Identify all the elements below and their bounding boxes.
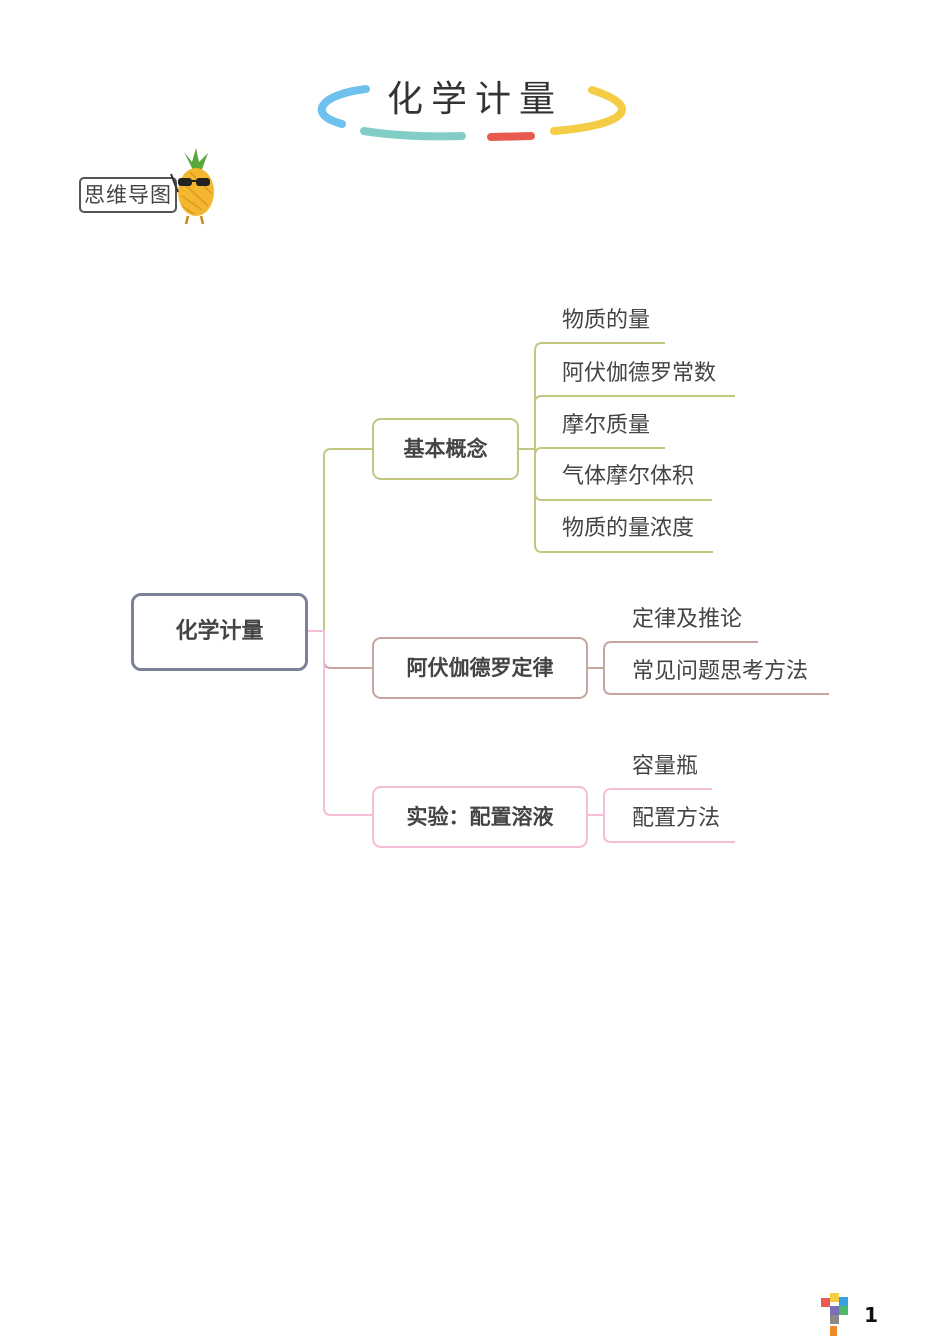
title-arc-yellow [550, 86, 626, 135]
leaf-node: 物质的量浓度 [562, 516, 695, 541]
leaf-node: 配置方法 [632, 806, 721, 831]
connector-root-branch3 [308, 630, 372, 816]
title-decoration [317, 85, 626, 141]
title-arc-teal [360, 127, 466, 141]
pineapple-mascot-icon [170, 148, 214, 225]
title-arc-red [487, 132, 535, 141]
connector-branch3-leaves [588, 788, 735, 843]
branch-node-experiment: 实验：配置溶液 [372, 786, 588, 848]
branch-node-avogadro-law: 阿伏伽德罗定律 [372, 637, 588, 699]
leaf-node: 阿伏伽德罗常数 [562, 361, 717, 386]
page-title: 化学计量 [386, 79, 563, 120]
mindmap-tag: 思维导图 [79, 177, 177, 213]
leaf-node: 摩尔质量 [562, 413, 651, 438]
leaf-node: 气体摩尔体积 [562, 464, 695, 489]
leaf-node: 常见问题思考方法 [632, 659, 809, 684]
leaf-node: 定律及推论 [632, 607, 743, 632]
connector-branch1-leaves [519, 342, 735, 553]
brand-logo-icon [821, 1293, 848, 1336]
title-arc-blue [317, 85, 370, 128]
connector-root-branch2 [308, 630, 372, 669]
branch-node-basic-concepts: 基本概念 [372, 418, 519, 480]
connector-branch2-leaves [588, 641, 829, 695]
leaf-node: 容量瓶 [632, 754, 699, 779]
leaf-node: 物质的量 [562, 308, 651, 333]
page-number: 1 [864, 1303, 878, 1327]
connector-root-branch1 [308, 448, 372, 632]
mindmap-root-node: 化学计量 [131, 593, 308, 671]
